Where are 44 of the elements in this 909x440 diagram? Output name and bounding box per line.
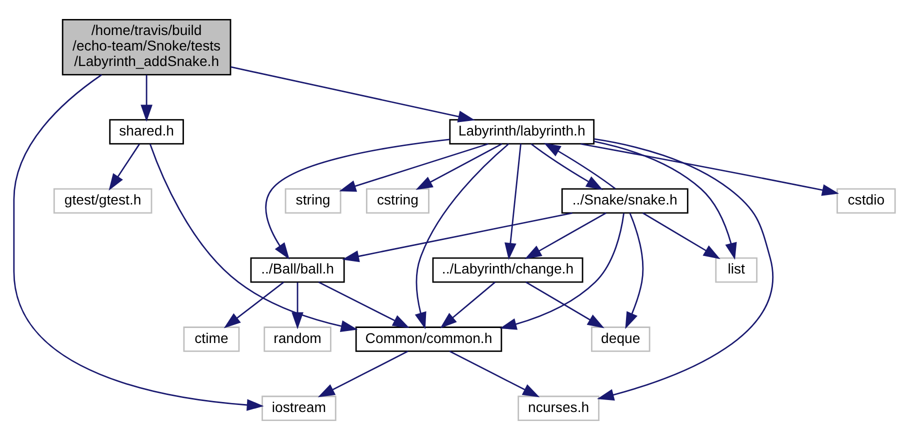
arrow xyxy=(265,138,450,260)
arrow xyxy=(224,282,284,328)
arrow xyxy=(414,143,510,330)
arrow xyxy=(500,213,624,330)
node-box: random xyxy=(264,326,332,352)
arrow xyxy=(149,144,358,332)
arrow xyxy=(625,212,644,329)
arrow xyxy=(526,282,604,328)
arrow xyxy=(140,74,152,122)
arrow xyxy=(594,140,737,260)
node-box: Labyrinth/labyrinth.h xyxy=(449,119,595,145)
node-box: ../Snake/snake.h xyxy=(561,188,688,214)
node-box: ctime xyxy=(183,326,240,352)
arrow xyxy=(530,143,603,190)
arrow xyxy=(292,282,304,330)
arrow xyxy=(449,350,540,398)
node-box: /home/travis/build /echo-team/Snoke/tests /Labyrinth_addSnake.h xyxy=(62,18,232,76)
arrow xyxy=(318,350,408,398)
arrow xyxy=(108,144,140,191)
node-box: cstdio xyxy=(836,188,896,214)
arrow xyxy=(642,212,720,260)
node-box: deque xyxy=(591,326,650,352)
arrow xyxy=(416,143,502,190)
node-box: iostream xyxy=(262,396,336,422)
node-box: string xyxy=(284,188,342,214)
arrow xyxy=(342,212,572,262)
arrow xyxy=(504,144,522,260)
node-box: cstring xyxy=(366,188,430,214)
arrow xyxy=(230,66,476,122)
arrow xyxy=(544,142,616,190)
arrow xyxy=(524,212,606,260)
arrow xyxy=(440,282,496,328)
arrow xyxy=(339,143,489,192)
node-box: ../Labyrinth/change.h xyxy=(432,257,584,283)
arrow xyxy=(13,74,264,411)
node-box: gtest/gtest.h xyxy=(53,188,152,214)
node-box: Common/common.h xyxy=(355,326,502,352)
arrow xyxy=(318,282,410,328)
node-box: ../Ball/ball.h xyxy=(250,257,345,283)
node-box: shared.h xyxy=(109,119,184,145)
arrow xyxy=(580,143,840,196)
node-box: ncurses.h xyxy=(518,396,600,422)
node-box: list xyxy=(715,257,758,283)
arrow xyxy=(594,138,774,401)
